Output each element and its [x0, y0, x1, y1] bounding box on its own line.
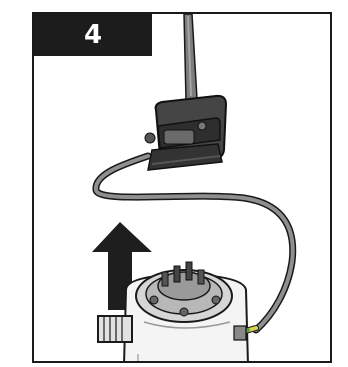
- instruction-panel: 4: [32, 12, 332, 363]
- assembly-illustration: [34, 14, 332, 363]
- earth-wire-icon: [234, 326, 256, 340]
- connector-plug-icon: [145, 96, 226, 170]
- cable-top: [184, 14, 197, 100]
